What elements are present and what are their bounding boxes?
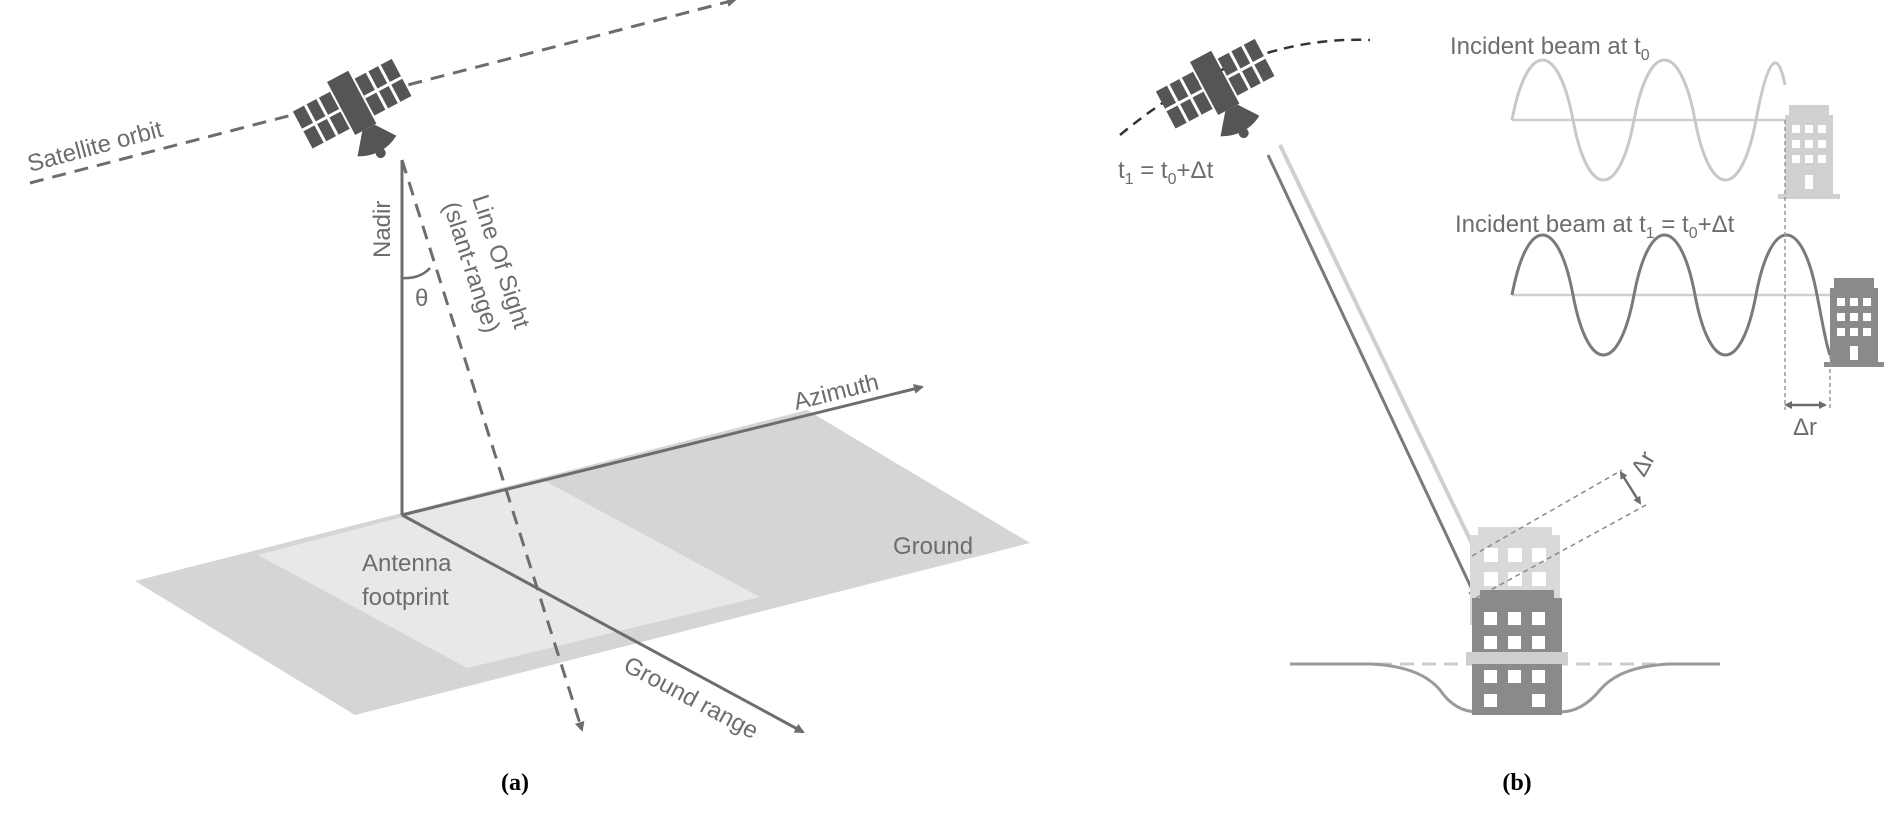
caption-b: (b) [1502, 770, 1531, 796]
footprint-label: footprint [362, 584, 449, 611]
wave-t1 [1510, 233, 1832, 357]
line-of-sight [400, 159, 585, 732]
beam-t0 [1278, 144, 1478, 553]
theta-arc [401, 267, 431, 280]
delta-r-label-right: Δr [1793, 414, 1817, 441]
building-t1 [1466, 590, 1568, 715]
antenna-label: Antenna [362, 550, 452, 577]
nadir-label: Nadir [369, 201, 396, 258]
ground-label: Ground [893, 533, 973, 560]
panel-a: Satellite orbit Nadir θ Line Of Sight (s… [25, 0, 1030, 796]
satellite-orbit-label: Satellite orbit [25, 116, 166, 178]
azimuth-arrow [401, 384, 924, 517]
satellite-orbit-line [29, 0, 737, 185]
beam-t1-label: Incident beam at t1 = t0+Δt [1455, 211, 1735, 242]
theta-label: θ [415, 285, 428, 312]
beam-t1 [1266, 154, 1478, 600]
building-icon-t0 [1778, 105, 1840, 199]
delta-r-arrow-top [1619, 470, 1642, 505]
wave-t0 [1510, 58, 1787, 182]
ground-range-arrow [401, 513, 805, 734]
t1-label: t1 = t0+Δt [1118, 157, 1214, 188]
panel-b: Δr t1 = t0+Δt Incident beam at t0 Incide… [1118, 28, 1884, 796]
delta-r-guide-1 [1471, 469, 1623, 557]
satellite-icon [286, 48, 433, 187]
beam-t0-label: Incident beam at t0 [1450, 33, 1650, 64]
delta-r-label-top: Δr [1626, 447, 1661, 481]
building-icon-t1 [1824, 278, 1884, 367]
caption-a: (a) [501, 770, 529, 796]
